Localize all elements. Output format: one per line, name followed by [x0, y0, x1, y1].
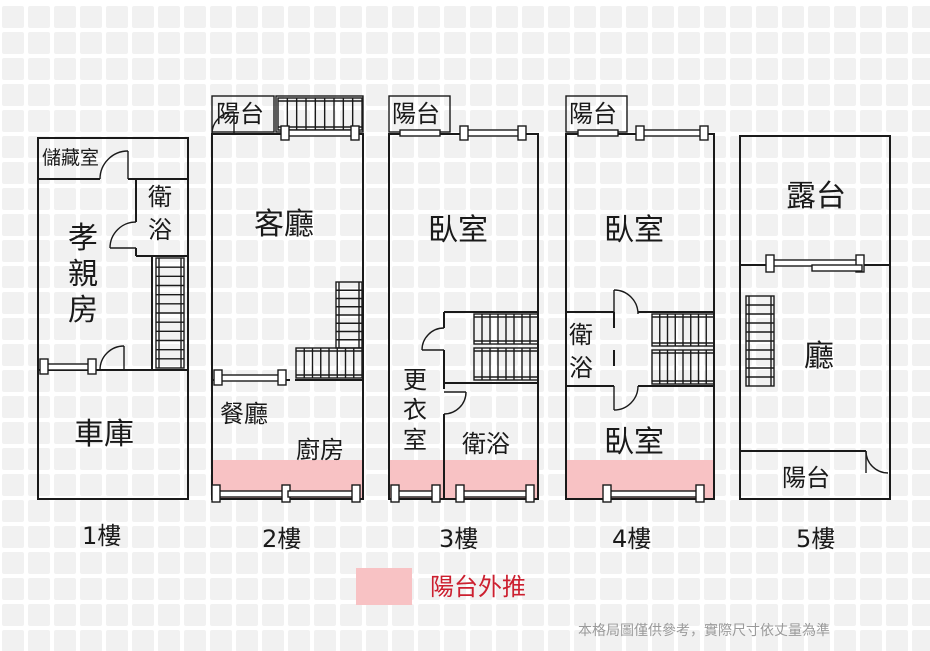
garage-label: 車庫	[74, 417, 134, 452]
floor-4-bath-char-2: 浴	[569, 354, 593, 382]
legend-label: 陽台外推	[430, 573, 526, 601]
floor-4-plan: 陽台 臥室 衛 浴 臥室 4樓	[565, 95, 715, 553]
floor-5-balcony-label: 陽台	[782, 464, 830, 492]
floor-3-bedroom-label: 臥室	[428, 213, 488, 248]
floor-5-stairs	[745, 295, 775, 387]
parents-room-char-1: 孝	[68, 221, 98, 256]
floor-3-plan: 陽台 臥室 更 衣 室 衛浴 3樓	[388, 95, 539, 553]
disclaimer-note: 本格局圖僅供參考，實際尺寸依丈量為準	[578, 622, 830, 639]
closet-char-1: 更	[403, 366, 427, 394]
floor-1-plan: 儲藏室 衛 浴 孝 親 房 車庫 1樓	[37, 137, 189, 550]
floor-3-stairs	[473, 313, 539, 381]
living-room-label: 客廳	[254, 207, 314, 242]
floor-5-plan: 露台 廳 陽台 5樓	[739, 135, 891, 553]
closet-char-3: 室	[403, 426, 427, 454]
watermark-pattern	[2, 6, 930, 651]
floor-4-bedroom-top-label: 臥室	[604, 213, 664, 248]
floor-4-bedroom-bottom-label: 臥室	[604, 425, 664, 460]
floor-3-bath-label: 衛浴	[462, 430, 510, 458]
floor-2-balcony-label: 陽台	[216, 100, 264, 128]
floor-3-balcony-label: 陽台	[392, 100, 440, 128]
floor-2-label: 2樓	[262, 525, 301, 553]
parents-room-char-3: 房	[68, 293, 98, 328]
floor-4-bath-char-1: 衛	[569, 321, 593, 349]
floor-1-bath-label-1: 衛	[148, 183, 172, 211]
legend: 陽台外推	[356, 568, 526, 605]
floor-4-label: 4樓	[612, 525, 651, 553]
terrace-label: 露台	[786, 179, 846, 214]
parents-room-char-2: 親	[68, 257, 98, 292]
floor-2-stairs	[295, 281, 363, 379]
storage-room-label: 儲藏室	[42, 147, 99, 169]
floor-2-plan: 陽台 客廳 餐廳 廚房 2樓	[211, 95, 364, 553]
floor-2-balcony-railing	[277, 97, 363, 131]
floor-4-stairs	[651, 313, 715, 385]
floor-3-label: 3樓	[439, 525, 478, 553]
legend-swatch	[356, 568, 412, 605]
floor-1-label: 1樓	[82, 522, 121, 550]
floor-4-balcony-label: 陽台	[569, 100, 617, 128]
kitchen-label: 廚房	[296, 436, 344, 464]
dining-room-label: 餐廳	[220, 400, 268, 428]
floor-5-label: 5樓	[796, 525, 835, 553]
closet-char-2: 衣	[403, 396, 427, 424]
floor-1-bath-label-2: 浴	[148, 216, 172, 244]
hall-label: 廳	[804, 339, 834, 374]
floor-1-stairs	[155, 257, 185, 369]
